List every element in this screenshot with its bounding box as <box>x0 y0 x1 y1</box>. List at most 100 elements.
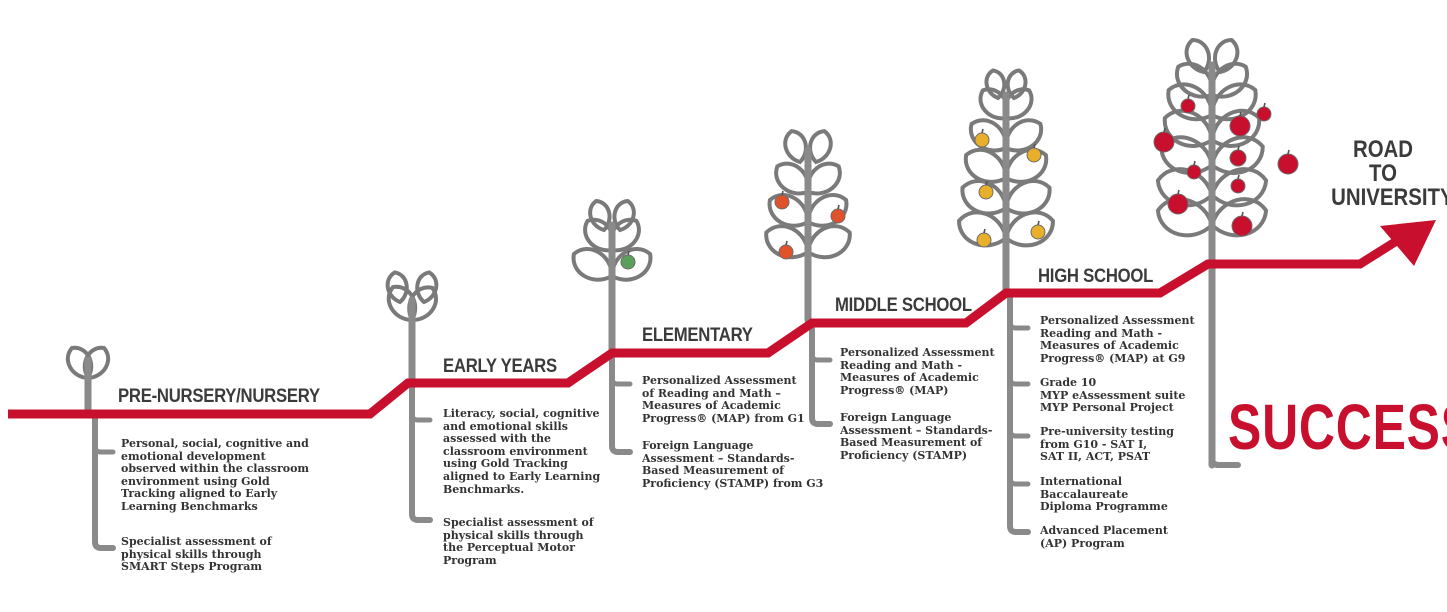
fruit-stem-icon <box>837 204 840 210</box>
fruit-icon <box>620 254 636 270</box>
leaf-icon <box>1209 197 1269 238</box>
leaf-icon <box>1005 68 1028 101</box>
fruit-stem-icon <box>983 228 986 234</box>
bracket-middle <box>809 324 833 427</box>
fruit-stem-icon <box>1237 174 1240 180</box>
leaf-icon <box>805 193 849 228</box>
tree-early-years <box>385 270 439 384</box>
leaf-icon <box>1003 179 1052 216</box>
bracket-line <box>1007 294 1031 535</box>
leaf-icon <box>1003 118 1044 153</box>
leaf-icon <box>963 147 1009 184</box>
bracket-tick <box>409 411 433 423</box>
leaf-icon <box>1184 38 1211 75</box>
fruit-icon <box>974 132 990 148</box>
fruit-stem-icon <box>981 128 984 134</box>
leaf-icon <box>984 68 1007 101</box>
bracket-university <box>1209 265 1241 468</box>
fruit-icon <box>830 208 846 224</box>
stage-item-elementary-1: Personalized Assessment of Reading and M… <box>642 374 805 425</box>
stage-title-elementary: ELEMENTARY <box>642 325 753 346</box>
fruit-icon <box>778 244 794 260</box>
fruit-icon <box>1229 115 1251 137</box>
leaf-icon <box>1162 108 1215 148</box>
fruit-stem-icon <box>627 250 630 256</box>
fruit-icon <box>1230 178 1246 194</box>
bracket-tick <box>1007 427 1031 439</box>
stage-item-high-school-1: Personalized Assessment Reading and Math… <box>1040 314 1195 365</box>
leaf-icon <box>609 247 653 282</box>
bracket-high-school <box>1007 294 1031 535</box>
bracket-early-years <box>409 384 433 523</box>
leaf-icon <box>767 193 811 228</box>
fruit-icon <box>774 194 790 210</box>
leaf-icon <box>1213 38 1240 75</box>
road-arrowhead <box>1380 220 1436 266</box>
stage-item-pre-nursery-2: Specialist assessment of physical skills… <box>121 535 272 574</box>
stage-title-early-years: EARLY YEARS <box>443 356 557 377</box>
leaf-icon <box>1003 210 1055 248</box>
stage-title-pre-nursery: PRE-NURSERY/NURSERY <box>118 386 320 407</box>
fruit-icon <box>976 232 992 248</box>
stage-item-elementary-2: Foreign Language Assessment – Standards-… <box>642 439 824 490</box>
road-to-university-line <box>8 238 1398 419</box>
leaf-icon <box>415 270 439 305</box>
fruit-icon <box>1277 153 1299 175</box>
fruit-stem-icon <box>1177 189 1180 195</box>
bracket-line <box>92 415 116 551</box>
stage-item-middle-school-2: Foreign Language Assessment – Standards-… <box>840 411 993 462</box>
fruit-stem-icon <box>1237 145 1240 151</box>
leaf-icon <box>968 118 1009 153</box>
fruit-icon <box>1186 164 1202 180</box>
stage-item-early-years-2: Specialist assessment of physical skills… <box>443 516 594 567</box>
leaf-icon <box>385 270 409 305</box>
fruit-icon <box>978 184 994 200</box>
fruit-icon <box>1229 149 1247 167</box>
bracket-tick <box>1007 475 1031 487</box>
fruit-stem-icon <box>781 190 784 196</box>
stage-title-high-school: HIGH SCHOOL <box>1038 266 1154 287</box>
bracket-tick <box>92 443 116 455</box>
bracket-line <box>409 384 433 523</box>
stage-item-early-years-1: Literacy, social, cognitive and emotiona… <box>443 407 601 496</box>
stage-item-high-school-5: Advanced Placement (AP) Program <box>1040 524 1168 550</box>
road-to-university-label: ROAD TO UNIVERSITY <box>1331 136 1447 211</box>
fruit-stem-icon <box>1287 149 1290 155</box>
fruit-stem-icon <box>1263 102 1266 108</box>
fruit-icon <box>1026 147 1042 163</box>
fruit-icon <box>1256 106 1272 122</box>
leaf-icon <box>612 198 636 233</box>
stage-item-high-school-4: International Baccalaureate Diploma Prog… <box>1040 475 1168 514</box>
fruit-stem-icon <box>1037 220 1040 226</box>
brackets-layer <box>92 265 1241 551</box>
stage-item-high-school-3: Pre-university testing from G10 - SAT I,… <box>1040 425 1174 464</box>
leaf-icon <box>571 247 615 282</box>
leaf-icon <box>960 179 1009 216</box>
leaf-icon <box>805 224 852 260</box>
bracket-pre-nursery <box>92 415 116 551</box>
bracket-tick <box>1209 456 1241 468</box>
bracket-tick <box>1007 375 1031 387</box>
fruit-stem-icon <box>785 240 788 246</box>
leaf-icon <box>1155 197 1215 238</box>
fruit-stem-icon <box>1193 160 1196 166</box>
leaf-icon <box>1209 167 1269 208</box>
fruit-stem-icon <box>1187 94 1190 100</box>
tree-sprout <box>65 345 111 414</box>
leaf-icon <box>1003 147 1049 184</box>
fruit-stem-icon <box>1033 143 1036 149</box>
fruit-stem-icon <box>985 180 988 186</box>
stage-item-middle-school-1: Personalized Assessment Reading and Math… <box>840 346 995 397</box>
stage-item-pre-nursery-1: Personal, social, cognitive and emotiona… <box>121 437 310 513</box>
success-label: SUCCESS <box>1228 391 1447 463</box>
tree-elementary <box>571 198 653 354</box>
tree-high-school <box>957 68 1055 294</box>
fruit-stem-icon <box>1163 127 1166 133</box>
fruit-stem-icon <box>1239 111 1242 117</box>
bracket-tick <box>1007 319 1031 331</box>
bracket-tick <box>809 351 833 363</box>
fruit-icon <box>1167 193 1189 215</box>
bracket-line <box>609 354 633 455</box>
fruit-icon <box>1030 224 1046 240</box>
